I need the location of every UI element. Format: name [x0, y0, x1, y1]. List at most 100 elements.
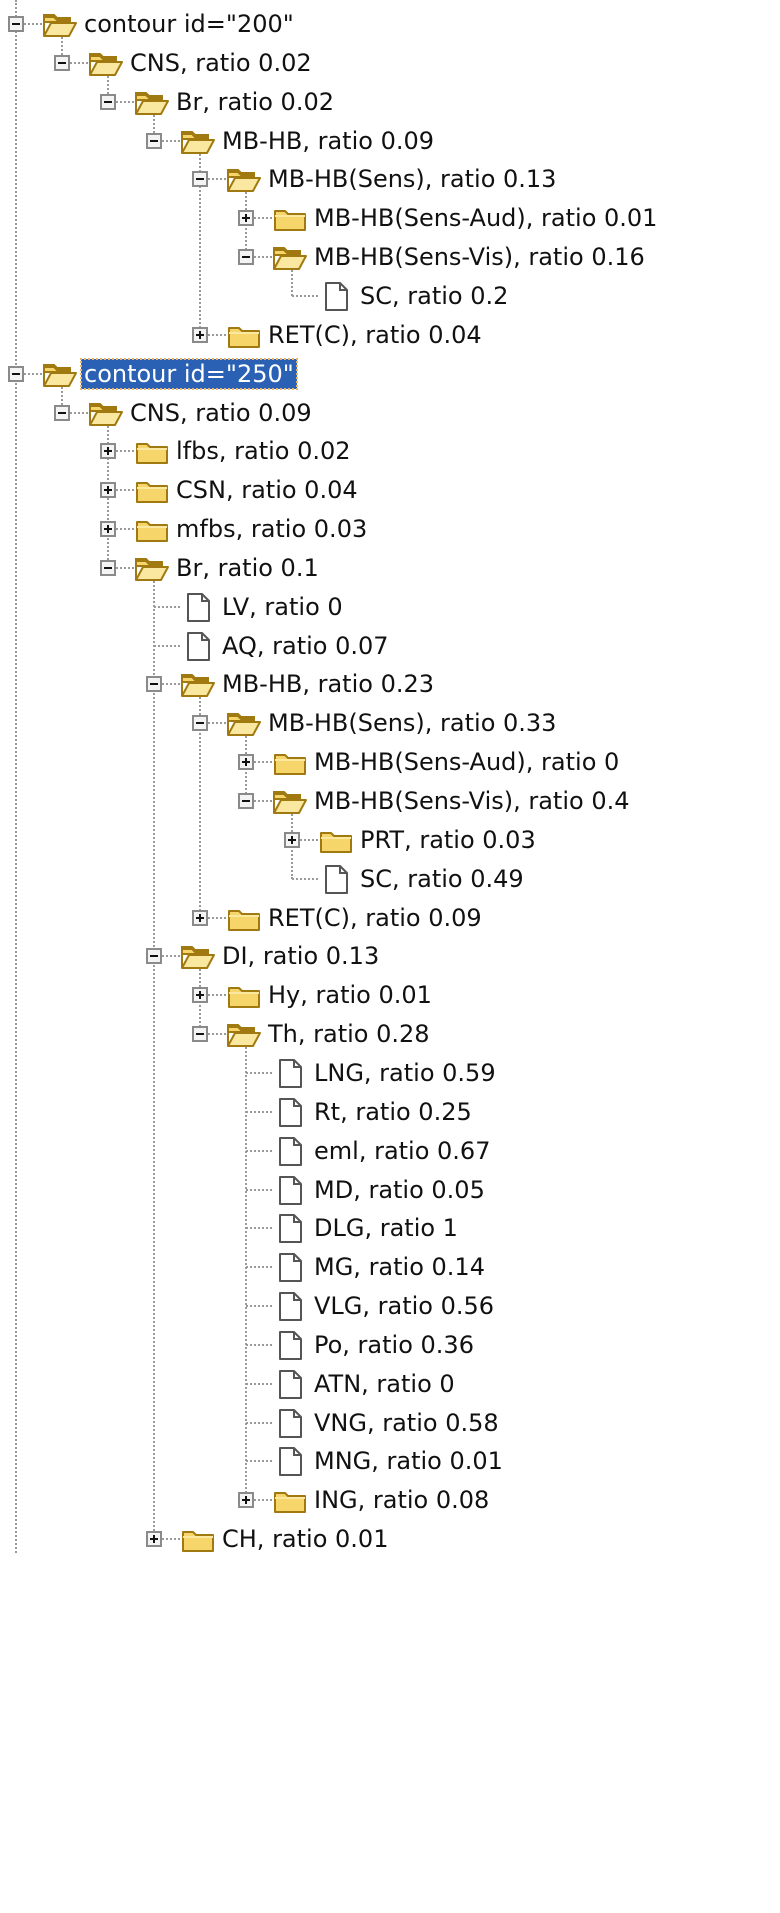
tree-node[interactable]: CNS, ratio 0.09 — [0, 391, 780, 435]
tree-node-label[interactable]: VLG, ratio 0.56 — [314, 1292, 495, 1321]
tree-node[interactable]: Br, ratio 0.1 — [0, 546, 780, 590]
tree-node-label[interactable]: ATN, ratio 0 — [314, 1369, 455, 1398]
tree-node[interactable]: MB-HB, ratio 0.23 — [0, 662, 780, 706]
tree-node[interactable]: MB-HB(Sens), ratio 0.33 — [0, 701, 780, 745]
tree-node[interactable]: contour id="250" — [0, 352, 780, 396]
minus-box-icon[interactable] — [8, 365, 24, 382]
tree-node[interactable]: DLG, ratio 1 — [0, 1206, 780, 1250]
plus-box-icon[interactable] — [192, 909, 208, 926]
tree-node-label[interactable]: Po, ratio 0.36 — [314, 1330, 474, 1359]
tree-node-label[interactable]: RET(C), ratio 0.09 — [268, 903, 482, 932]
tree-node[interactable]: Rt, ratio 0.25 — [0, 1090, 780, 1134]
tree-node[interactable]: SC, ratio 0.49 — [0, 857, 780, 901]
tree-node[interactable]: LNG, ratio 0.59 — [0, 1051, 780, 1095]
tree-node[interactable]: MB-HB(Sens-Aud), ratio 0 — [0, 740, 780, 784]
tree-node[interactable]: MNG, ratio 0.01 — [0, 1439, 780, 1483]
tree-node-label[interactable]: contour id="250" — [80, 357, 298, 390]
minus-box-icon[interactable] — [8, 16, 24, 32]
plus-box-icon[interactable] — [238, 210, 254, 227]
tree-node[interactable]: ATN, ratio 0 — [0, 1362, 780, 1406]
tree-node[interactable]: RET(C), ratio 0.09 — [0, 896, 780, 940]
tree-node[interactable]: CSN, ratio 0.04 — [0, 468, 780, 512]
tree-node-label[interactable]: Br, ratio 0.1 — [176, 553, 319, 582]
tree-node-label[interactable]: AQ, ratio 0.07 — [222, 631, 389, 660]
plus-box-icon[interactable] — [284, 831, 300, 848]
minus-box-icon[interactable] — [100, 93, 116, 110]
tree-node-label[interactable]: Hy, ratio 0.01 — [268, 981, 432, 1010]
tree-node-label[interactable]: mfbs, ratio 0.03 — [176, 515, 368, 544]
minus-box-icon[interactable] — [146, 132, 162, 149]
tree-node-label[interactable]: Rt, ratio 0.25 — [314, 1097, 472, 1126]
tree-node-label[interactable]: Th, ratio 0.28 — [268, 1020, 430, 1049]
tree-node[interactable]: mfbs, ratio 0.03 — [0, 507, 780, 551]
tree-node-label[interactable]: lfbs, ratio 0.02 — [176, 437, 351, 466]
tree-node[interactable]: VLG, ratio 0.56 — [0, 1284, 780, 1328]
tree-node[interactable]: CNS, ratio 0.02 — [0, 41, 780, 85]
minus-box-icon[interactable] — [192, 1026, 208, 1043]
tree-node-label[interactable]: eml, ratio 0.67 — [314, 1136, 491, 1165]
tree-node-label[interactable]: RET(C), ratio 0.04 — [268, 320, 482, 349]
tree-node-label[interactable]: MNG, ratio 0.01 — [314, 1447, 503, 1476]
plus-box-icon[interactable] — [100, 482, 116, 499]
tree-node[interactable]: lfbs, ratio 0.02 — [0, 429, 780, 473]
tree-node-label[interactable]: SC, ratio 0.49 — [360, 864, 524, 893]
tree-node[interactable]: SC, ratio 0.2 — [0, 274, 780, 318]
tree-node-label[interactable]: SC, ratio 0.2 — [360, 281, 509, 310]
tree-node-label[interactable]: LV, ratio 0 — [222, 592, 343, 621]
tree-node-label[interactable]: MB-HB(Sens-Aud), ratio 0 — [314, 748, 620, 777]
tree-node-label[interactable]: Br, ratio 0.02 — [176, 87, 334, 116]
tree-node-label[interactable]: CSN, ratio 0.04 — [176, 476, 358, 505]
minus-box-icon[interactable] — [100, 559, 116, 576]
plus-box-icon[interactable] — [146, 1531, 162, 1548]
tree-node-label[interactable]: ING, ratio 0.08 — [314, 1486, 490, 1515]
minus-box-icon[interactable] — [146, 948, 162, 965]
tree-node[interactable]: MD, ratio 0.05 — [0, 1168, 780, 1212]
minus-box-icon[interactable] — [238, 793, 254, 809]
plus-box-icon[interactable] — [192, 326, 208, 343]
plus-box-icon[interactable] — [238, 754, 254, 771]
tree-node[interactable]: contour id="200" — [0, 2, 780, 46]
tree-node[interactable]: RET(C), ratio 0.04 — [0, 313, 780, 357]
tree-node[interactable]: Po, ratio 0.36 — [0, 1323, 780, 1367]
tree-node-label[interactable]: DI, ratio 0.13 — [222, 942, 380, 971]
tree-node-label[interactable]: MB-HB, ratio 0.23 — [222, 670, 435, 699]
minus-box-icon[interactable] — [146, 676, 162, 693]
tree-node[interactable]: Th, ratio 0.28 — [0, 1012, 780, 1056]
minus-box-icon[interactable] — [238, 249, 254, 266]
tree-node[interactable]: CH, ratio 0.01 — [0, 1517, 780, 1561]
tree-node-label[interactable]: CNS, ratio 0.02 — [130, 48, 312, 77]
tree-node-label[interactable]: MB-HB, ratio 0.09 — [222, 126, 435, 155]
tree-node[interactable]: MB-HB(Sens-Vis), ratio 0.4 — [0, 779, 780, 823]
tree-node[interactable]: DI, ratio 0.13 — [0, 934, 780, 978]
tree-node-label[interactable]: LNG, ratio 0.59 — [314, 1058, 496, 1087]
tree-node[interactable]: LV, ratio 0 — [0, 585, 780, 629]
tree-node-label[interactable]: CH, ratio 0.01 — [222, 1525, 389, 1554]
tree-node[interactable]: PRT, ratio 0.03 — [0, 818, 780, 862]
minus-box-icon[interactable] — [192, 715, 208, 732]
tree-node-label[interactable]: MB-HB(Sens), ratio 0.13 — [268, 165, 557, 194]
tree-node[interactable]: Br, ratio 0.02 — [0, 80, 780, 124]
tree-node[interactable]: MB-HB, ratio 0.09 — [0, 119, 780, 163]
tree-node-label[interactable]: PRT, ratio 0.03 — [360, 825, 536, 854]
tree-node[interactable]: AQ, ratio 0.07 — [0, 624, 780, 668]
tree-node[interactable]: MB-HB(Sens-Vis), ratio 0.16 — [0, 235, 780, 279]
tree-node[interactable]: eml, ratio 0.67 — [0, 1129, 780, 1173]
tree-node-label[interactable]: MB-HB(Sens-Vis), ratio 0.4 — [314, 787, 630, 815]
tree-node-label[interactable]: MB-HB(Sens-Vis), ratio 0.16 — [314, 243, 645, 272]
tree-node-label[interactable]: contour id="200" — [84, 10, 294, 38]
plus-box-icon[interactable] — [192, 987, 208, 1004]
tree-node-label[interactable]: MB-HB(Sens-Aud), ratio 0.01 — [314, 204, 658, 233]
minus-box-icon[interactable] — [54, 404, 70, 421]
minus-box-icon[interactable] — [192, 171, 208, 188]
tree-node[interactable]: ING, ratio 0.08 — [0, 1478, 780, 1522]
plus-box-icon[interactable] — [100, 521, 116, 538]
tree-node-label[interactable]: VNG, ratio 0.58 — [314, 1408, 499, 1437]
minus-box-icon[interactable] — [54, 54, 70, 71]
plus-box-icon[interactable] — [100, 443, 116, 460]
tree-node-label[interactable]: DLG, ratio 1 — [314, 1214, 458, 1243]
tree-node[interactable]: MG, ratio 0.14 — [0, 1245, 780, 1289]
tree-node[interactable]: VNG, ratio 0.58 — [0, 1401, 780, 1445]
tree-node[interactable]: MB-HB(Sens-Aud), ratio 0.01 — [0, 196, 780, 240]
tree-node-label[interactable]: MG, ratio 0.14 — [314, 1253, 485, 1282]
tree-node-label[interactable]: CNS, ratio 0.09 — [130, 398, 312, 427]
